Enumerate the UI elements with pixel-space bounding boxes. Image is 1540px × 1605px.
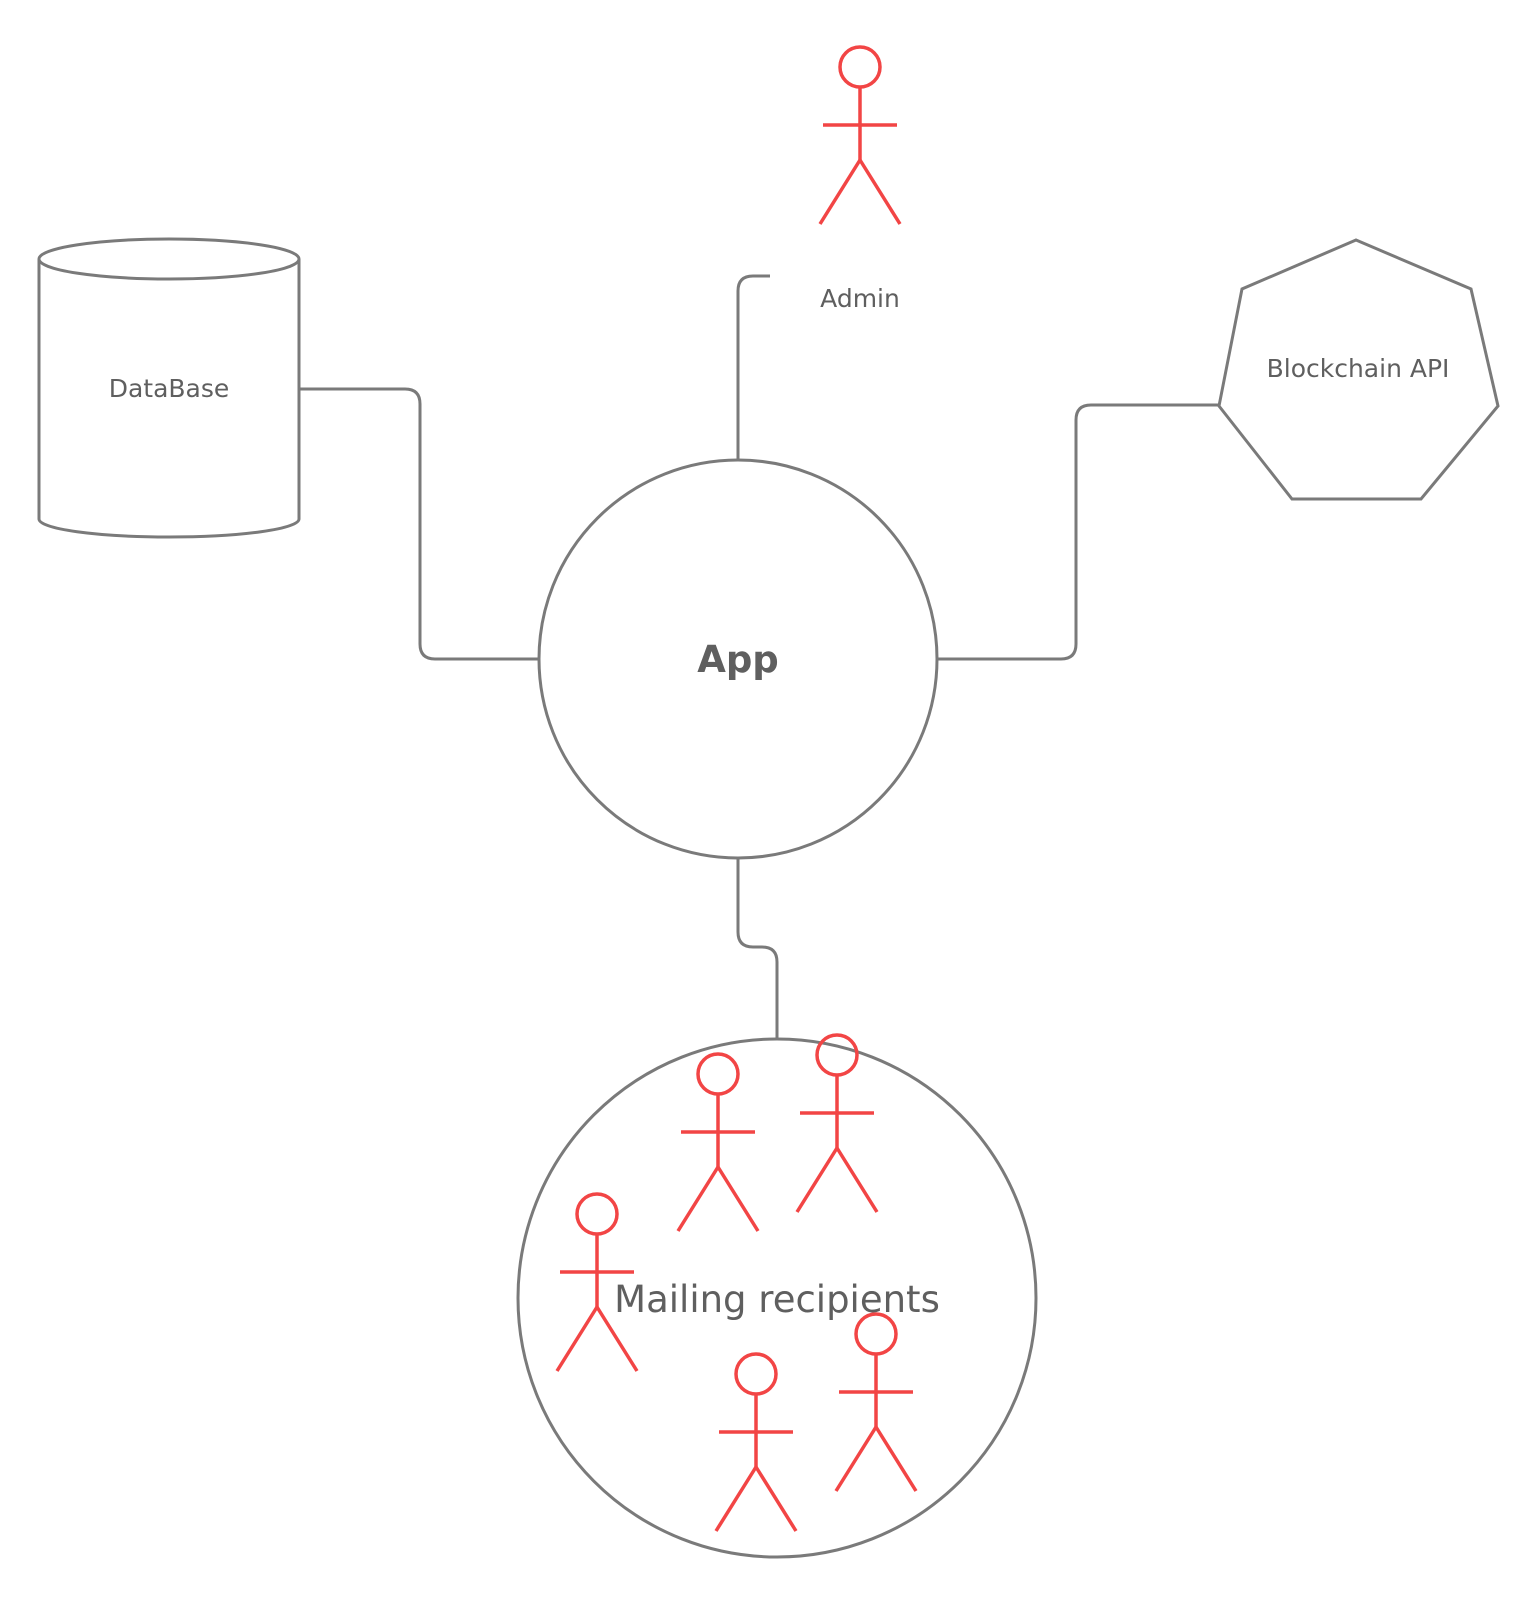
heptagon-api-icon bbox=[1217, 238, 1500, 501]
mailing-recipients-node[interactable]: Mailing recipients bbox=[516, 1033, 1038, 1559]
connectors bbox=[299, 274, 1221, 1039]
edge-blockchain-app[interactable] bbox=[937, 403, 1221, 661]
app-node[interactable]: App bbox=[537, 458, 939, 860]
mailing-recipients-circle bbox=[516, 1037, 1038, 1559]
blockchain-api-label: Blockchain API bbox=[1267, 354, 1450, 383]
app-circle bbox=[537, 458, 939, 860]
mailing-recipients-label: Mailing recipients bbox=[614, 1278, 940, 1321]
admin-actor-icon bbox=[818, 45, 902, 226]
edge-admin-app[interactable] bbox=[736, 274, 770, 460]
database-node[interactable]: DataBase bbox=[37, 237, 301, 539]
admin-node[interactable]: Admin bbox=[818, 45, 902, 313]
app-label: App bbox=[697, 638, 779, 681]
database-label: DataBase bbox=[109, 374, 230, 403]
admin-label: Admin bbox=[820, 284, 900, 313]
edge-database-app[interactable] bbox=[299, 387, 539, 661]
edge-app-mailing[interactable] bbox=[736, 858, 779, 1039]
blockchain-api-node[interactable]: Blockchain API bbox=[1217, 238, 1500, 501]
cylinder-database-icon bbox=[37, 237, 301, 539]
